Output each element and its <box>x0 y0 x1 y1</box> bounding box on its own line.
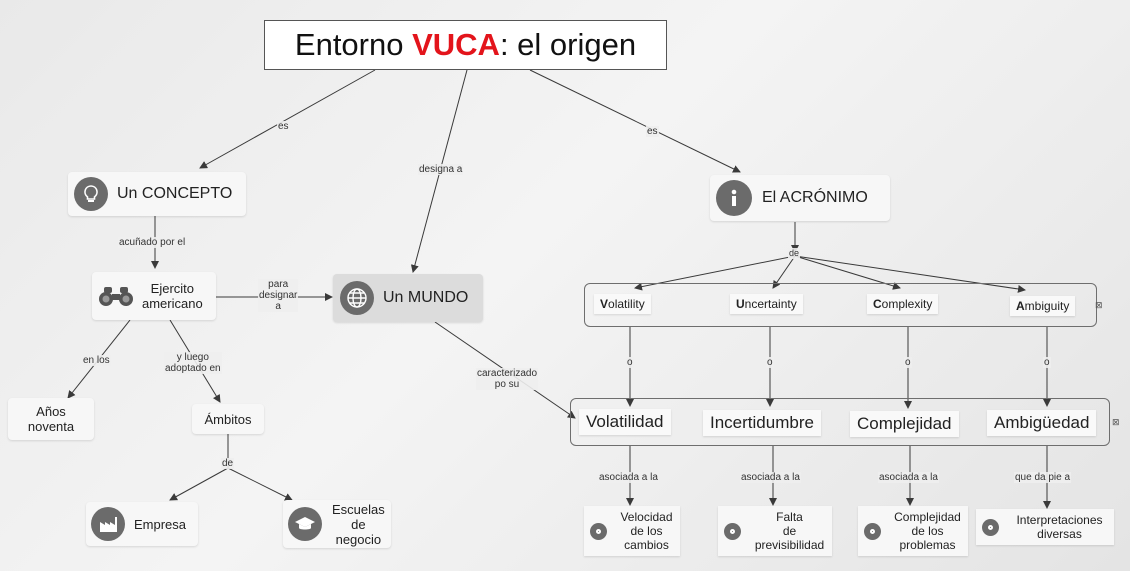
link-label-de-ambitos: de <box>221 458 235 469</box>
acronym-initial: C <box>873 297 882 311</box>
spanish-group <box>570 398 1110 446</box>
acronym-item-u[interactable]: Uncertainty <box>730 294 803 314</box>
resource-icon <box>864 522 881 540</box>
link-ambitos-empresa <box>169 467 229 501</box>
link-label-es-left: es <box>277 121 290 132</box>
link-ambitos-escuelas <box>227 467 293 501</box>
link-label-asociada-3: asociada a la <box>878 472 939 483</box>
collapse-icon[interactable]: ⊠ <box>1095 300 1103 310</box>
title-suffix: : el origen <box>499 27 637 62</box>
acronym-initial: V <box>600 297 609 311</box>
collapse-icon[interactable]: ⊠ <box>1112 417 1120 427</box>
acronym-rest: olatility <box>608 297 645 311</box>
spanish-item-ambiguedad[interactable]: Ambigüedad <box>987 410 1097 436</box>
link-label-o-3: o <box>904 357 912 368</box>
link-label-designa-a: designa a <box>418 164 464 175</box>
node-empresa-label: Empresa <box>134 516 187 532</box>
link-label-o-1: o <box>626 357 634 368</box>
link-label-de-acronimo: de <box>788 248 801 259</box>
acronym-group <box>584 283 1097 327</box>
leaf-label: Velocidad de los cambios <box>620 510 673 552</box>
link-label-o-2: o <box>766 357 774 368</box>
leaf-label: Interpretaciones diversas <box>1016 513 1103 541</box>
spanish-item-volatilidad[interactable]: Volatilidad <box>579 409 671 435</box>
link-label-acunado: acuñado por el <box>118 237 187 248</box>
title-accent: VUCA <box>412 27 500 62</box>
resource-icon <box>724 522 741 540</box>
node-empresa[interactable]: Empresa <box>86 502 198 546</box>
link-label-y-luego: y luego adoptado en <box>164 352 222 374</box>
factory-icon <box>91 507 125 541</box>
link-label-o-4: o <box>1043 357 1051 368</box>
acronym-rest: omplexity <box>881 297 933 311</box>
link-title-acronimo <box>529 69 741 173</box>
resource-icon <box>982 518 999 536</box>
leaf-complejidad[interactable]: Complejidad de los problemas <box>858 506 968 556</box>
acronym-item-a[interactable]: Ambiguity <box>1010 296 1076 316</box>
node-escuelas[interactable]: Escuelas de negocio <box>283 500 391 548</box>
binoculars-icon <box>96 286 136 306</box>
node-mundo-label: Un MUNDO <box>383 289 469 306</box>
link-label-asociada-1: asociada a la <box>598 472 659 483</box>
node-ejercito[interactable]: Ejercito americano <box>92 272 216 320</box>
leaf-label: Falta de previsibilidad <box>754 510 825 552</box>
link-de-v <box>634 255 796 291</box>
leaf-interpretaciones[interactable]: Interpretaciones diversas <box>976 509 1114 545</box>
node-mundo[interactable]: Un MUNDO <box>333 274 483 322</box>
node-ambitos[interactable]: Ámbitos <box>192 404 264 434</box>
link-label-es-right: es <box>646 126 659 137</box>
acronym-rest: mbiguity <box>1024 299 1070 313</box>
leaf-previsibilidad[interactable]: Falta de previsibilidad <box>718 506 832 556</box>
globe-icon <box>340 281 374 315</box>
link-label-caracterizado: caracterizado po su <box>476 368 539 390</box>
node-concepto[interactable]: Un CONCEPTO <box>68 172 246 216</box>
link-label-asociada-2: asociada a la <box>740 472 801 483</box>
spanish-item-incertidumbre[interactable]: Incertidumbre <box>703 410 821 436</box>
spanish-item-complejidad[interactable]: Complejidad <box>850 411 959 437</box>
leaf-label: Complejidad de los problemas <box>894 510 961 552</box>
leaf-velocidad[interactable]: Velocidad de los cambios <box>584 506 680 556</box>
link-label-en-los: en los <box>82 355 111 366</box>
info-icon <box>716 180 752 216</box>
acronym-initial: A <box>1016 299 1025 313</box>
node-ejercito-label: Ejercito americano <box>142 281 203 311</box>
map-title: Entorno VUCA: el origen <box>264 20 667 70</box>
acronym-item-v[interactable]: Volatility <box>594 294 651 314</box>
node-ambitos-label: Ámbitos <box>204 411 252 427</box>
link-label-asociada-4: que da pie a <box>1014 472 1072 483</box>
acronym-initial: U <box>736 297 745 311</box>
lightbulb-icon <box>74 177 108 211</box>
link-title-concepto <box>199 69 376 169</box>
link-label-para-designar: para designar a <box>258 279 299 312</box>
node-acronimo[interactable]: El ACRÓNIMO <box>710 175 890 221</box>
graduation-cap-icon <box>288 507 322 541</box>
acronym-rest: ncertainty <box>744 297 797 311</box>
resource-icon <box>590 522 607 540</box>
acronym-item-c[interactable]: Complexity <box>867 294 939 314</box>
node-anos[interactable]: Años noventa <box>8 398 94 440</box>
link-de-a <box>794 255 1026 293</box>
node-escuelas-label: Escuelas de negocio <box>332 501 385 547</box>
node-anos-label: Años noventa <box>27 404 75 434</box>
title-prefix: Entorno <box>294 27 413 62</box>
node-acronimo-label: El ACRÓNIMO <box>762 189 868 206</box>
node-concepto-label: Un CONCEPTO <box>117 185 233 202</box>
link-de-u <box>772 255 796 289</box>
link-de-c <box>794 255 901 290</box>
